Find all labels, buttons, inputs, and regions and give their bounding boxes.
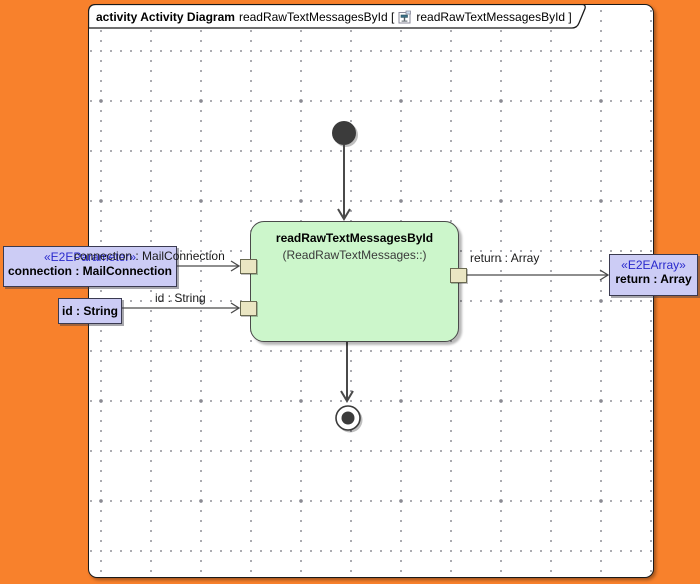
final-node[interactable]: [335, 405, 363, 433]
parameter-node-id[interactable]: id : String: [58, 298, 122, 324]
input-pin-id[interactable]: [240, 301, 257, 316]
arrowhead-right-icon: [230, 260, 241, 272]
parameter-name: return : Array: [615, 272, 692, 286]
initial-node-circle: [332, 121, 356, 145]
action-qualifier: (ReadRawTextMessages::): [282, 248, 427, 262]
frame-title-name: readRawTextMessagesById [: [238, 10, 395, 24]
activity-diagram-icon: [398, 10, 412, 24]
parameter-name: connection : MailConnection: [8, 264, 172, 278]
frame-title-ref: readRawTextMessagesById ]: [416, 10, 572, 24]
edge-action-to-final[interactable]: [340, 340, 354, 403]
arrowhead-down-icon: [340, 390, 354, 403]
initial-node[interactable]: [332, 121, 358, 147]
edge-label-connection[interactable]: connection : MailConnection: [74, 249, 225, 263]
stereotype-label: «E2EArray»: [621, 258, 686, 272]
frame-title-keyword: activity Activity Diagram: [96, 10, 235, 24]
edge-connection-to-pin[interactable]: [176, 260, 241, 272]
arrowhead-right-icon: [230, 302, 241, 314]
frame-tab-outline: [88, 4, 586, 29]
input-pin-connection[interactable]: [240, 259, 257, 274]
action-name: readRawTextMessagesById: [275, 231, 434, 245]
edge-pin-to-return[interactable]: [466, 269, 610, 281]
parameter-node-connection[interactable]: «E2EParameter» connection : MailConnecti…: [3, 246, 177, 287]
arrowhead-right-icon: [599, 269, 610, 281]
arrowhead-down-icon: [337, 208, 351, 221]
edge-label-return[interactable]: return : Array: [470, 251, 540, 265]
parameter-name: id : String: [62, 304, 118, 318]
edge-id-to-pin[interactable]: [121, 302, 241, 314]
edge-label-id[interactable]: id : String: [155, 291, 206, 305]
final-node-inner: [341, 411, 355, 425]
output-pin-return[interactable]: [450, 268, 467, 283]
stereotype-label: «E2EParameter»: [43, 250, 137, 264]
edge-initial-to-action[interactable]: [337, 145, 351, 221]
action-node[interactable]: readRawTextMessagesById (ReadRawTextMess…: [250, 221, 459, 342]
parameter-node-return[interactable]: «E2EArray» return : Array: [609, 254, 698, 296]
frame-header-tab[interactable]: [88, 4, 598, 29]
frame-title: activity Activity Diagram readRawTextMes…: [96, 9, 572, 25]
